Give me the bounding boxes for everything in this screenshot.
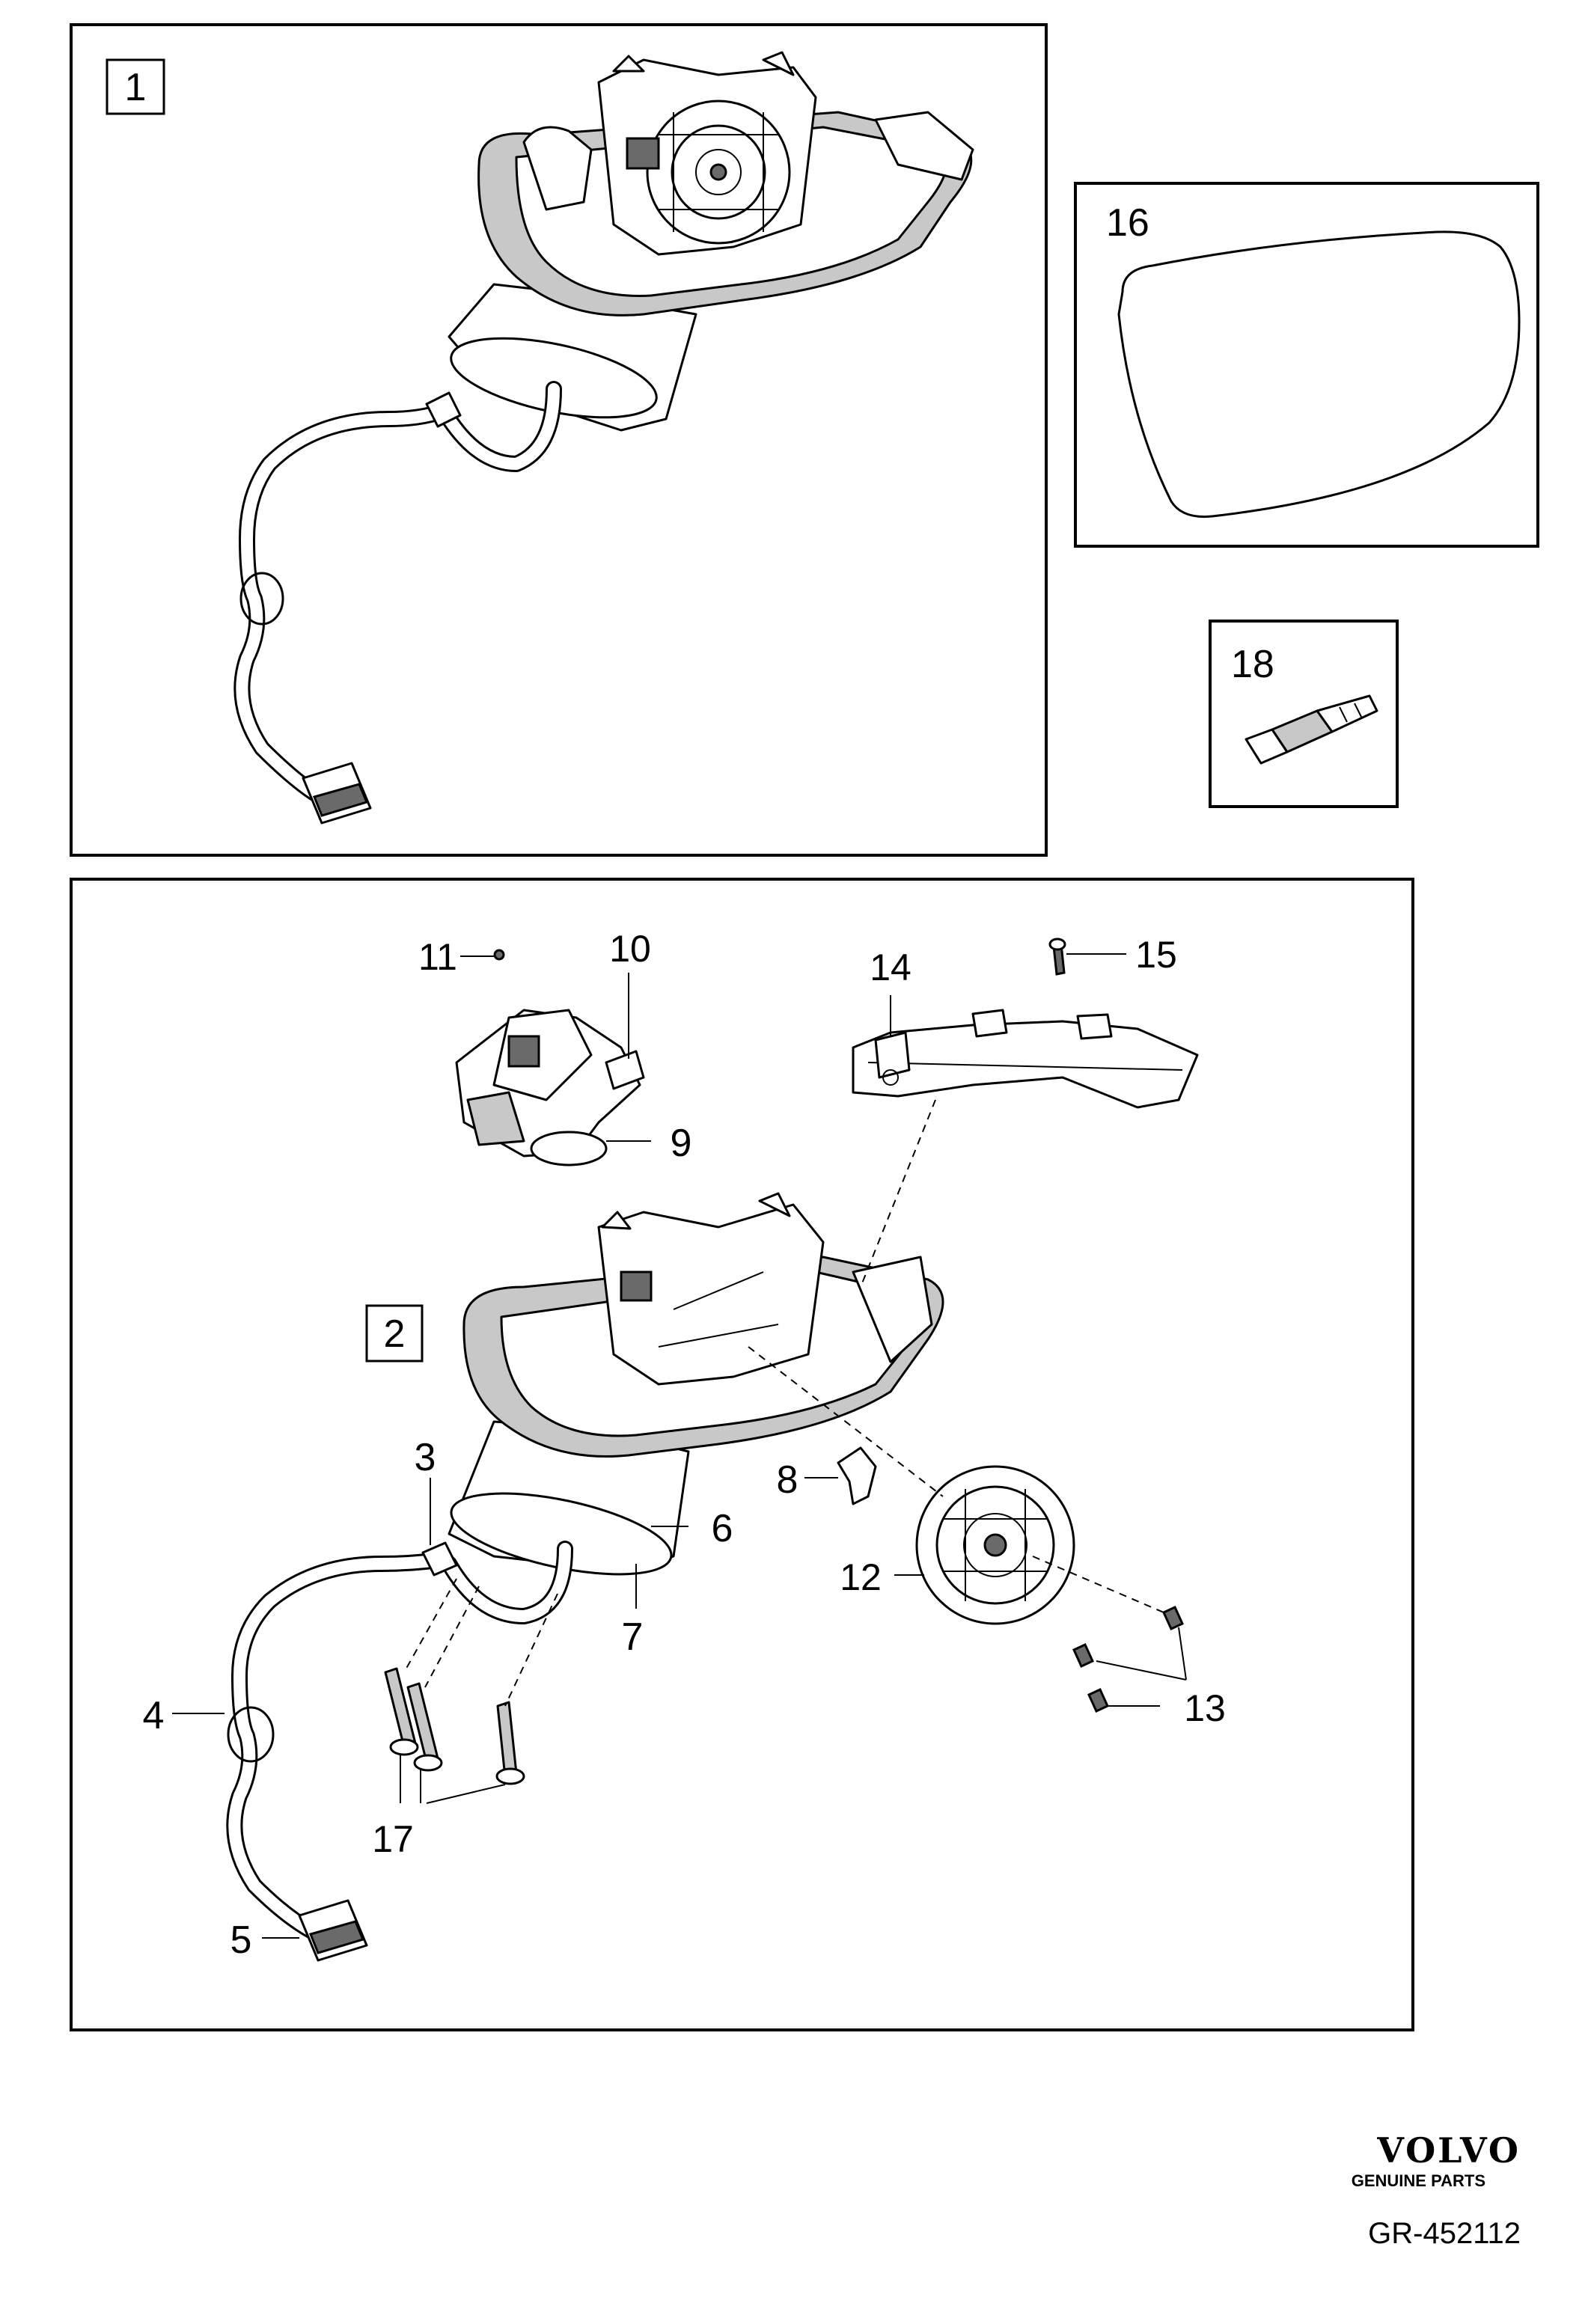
callout-15: 15 (1135, 934, 1177, 976)
callout-18: 18 (1231, 643, 1274, 686)
terminal-illustration (1245, 694, 1378, 765)
dashed-line-bolt-1 (403, 1578, 457, 1673)
callout-9: 9 (671, 1122, 692, 1165)
callout-13: 13 (1184, 1687, 1226, 1729)
dashed-line-lamp (860, 1099, 936, 1288)
callout-box-1 (106, 58, 165, 115)
bolts-illustration (384, 1667, 525, 1785)
callout-4: 4 (143, 1694, 165, 1737)
panel-assembly-1 (70, 23, 1048, 857)
callout-17: 17 (372, 1818, 414, 1860)
dashed-line-bolt-2 (424, 1585, 480, 1688)
diagram-reference: GR-452112 (1368, 2217, 1521, 2250)
actuator-motor-illustration (915, 1465, 1075, 1625)
mirror-housing-assembly-illustration (233, 51, 974, 825)
leader-13 (1096, 1627, 1187, 1707)
callout-10: 10 (609, 928, 651, 970)
callout-8: 8 (777, 1458, 798, 1502)
screws-illustration (1072, 1606, 1184, 1713)
brand-logo: VOLVO (1376, 2130, 1521, 2171)
callout-2: 2 (384, 1312, 406, 1356)
turn-signal-illustration (852, 938, 1199, 1109)
wiring-harness-illustration (226, 1541, 573, 1962)
callout-box-2 (365, 1304, 424, 1363)
dashed-line-screws (1032, 1556, 1164, 1613)
callout-5: 5 (230, 1918, 252, 1962)
camera-unit-illustration (455, 949, 645, 1166)
callout-7: 7 (622, 1615, 644, 1659)
dashed-line-bolt-3 (504, 1593, 558, 1707)
panel-mirror-glass (1074, 182, 1539, 548)
mirror-glass-illustration (1117, 230, 1521, 519)
panel-exploded-view (70, 878, 1414, 2031)
bracket-illustration (837, 1446, 877, 1505)
brand-tagline: GENUINE PARTS (1352, 2171, 1485, 2190)
callout-3: 3 (415, 1436, 436, 1479)
callout-1: 1 (125, 66, 147, 109)
callout-6: 6 (712, 1507, 733, 1550)
callout-14: 14 (870, 947, 911, 988)
callout-12: 12 (840, 1556, 882, 1598)
housing-shell-illustration (448, 1192, 944, 1576)
callout-11: 11 (418, 936, 457, 978)
dashed-line-motor (748, 1346, 944, 1497)
leader-17 (400, 1755, 506, 1804)
callout-16: 16 (1106, 201, 1149, 245)
panel-terminal (1209, 620, 1399, 808)
